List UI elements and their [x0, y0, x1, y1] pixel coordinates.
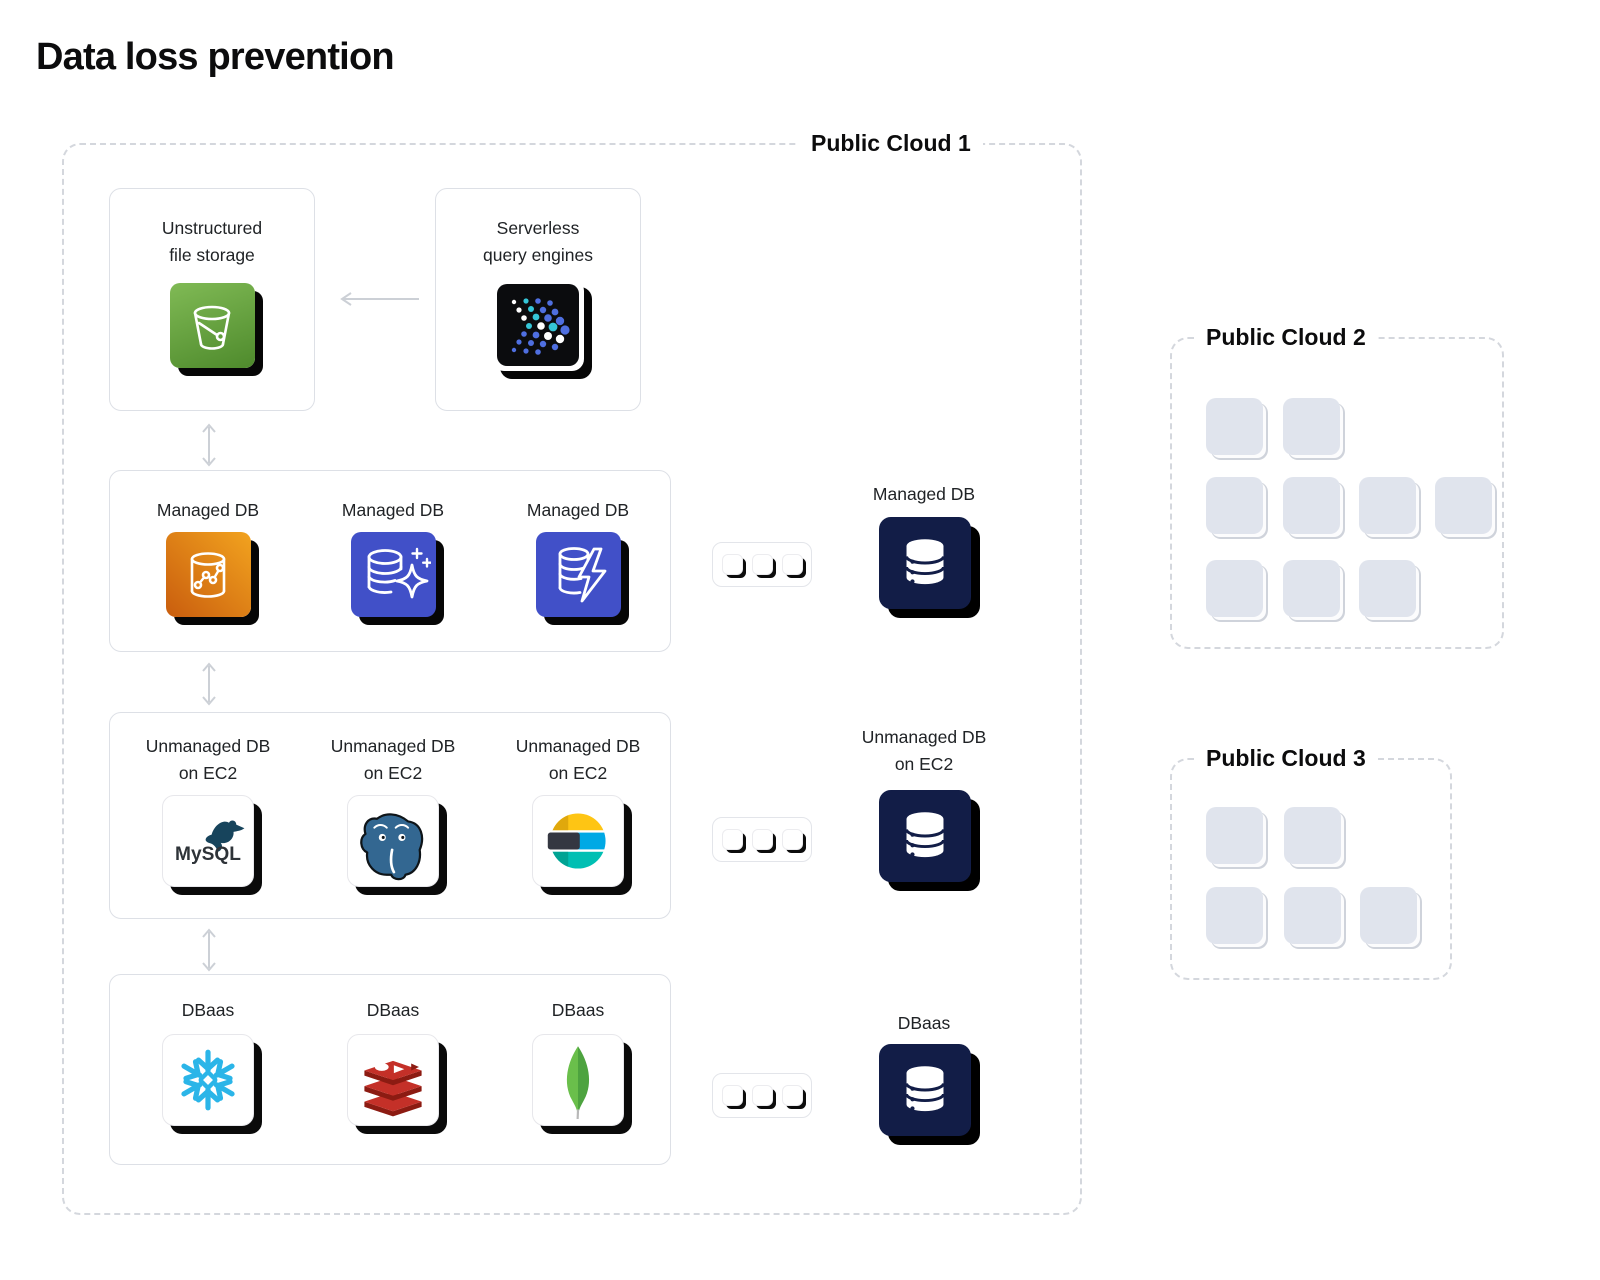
- public-cloud-3-boundary: Public Cloud 3: [1170, 740, 1452, 980]
- cloud-resource-square: [1359, 560, 1416, 617]
- cloud-resource-square: [1206, 477, 1263, 534]
- cloud-resource-square: [1284, 887, 1341, 944]
- managed-db-item: Managed DB: [115, 497, 301, 617]
- managed-db-item: Managed DB: [485, 497, 671, 617]
- page-title: Data loss prevention: [36, 36, 395, 78]
- db-lightning-icon: [535, 532, 621, 617]
- public-cloud-2-boundary: Public Cloud 2: [1170, 319, 1504, 649]
- dbaas-item: DBaas: [485, 997, 671, 1126]
- unmanaged-db-item: Unmanaged DB on EC2 MySQL: [115, 733, 301, 887]
- cloud-resource-square: [1360, 887, 1417, 944]
- elasticsearch-icon: [532, 795, 624, 887]
- svg-text:MySQL: MySQL: [175, 844, 241, 865]
- mysql-icon: MySQL: [162, 795, 254, 887]
- database-stack-icon: [879, 1044, 971, 1136]
- public-cloud-1-boundary: Public Cloud 1 Unstructured file storage…: [62, 125, 1082, 1215]
- serverless-query-engines-box: Serverless query engines: [435, 188, 641, 411]
- summary-unmanaged-db-label: Unmanaged DB on EC2: [861, 727, 987, 774]
- cloud-resource-square: [1206, 807, 1263, 864]
- double-arrow-vertical-icon: [202, 662, 216, 706]
- summary-managed-db-label: Managed DB: [872, 484, 976, 504]
- double-arrow-vertical-icon: [202, 423, 216, 467]
- public-cloud-1-label: Public Cloud 1: [799, 125, 983, 161]
- unmanaged-db-label: Unmanaged DB on EC2: [330, 736, 456, 783]
- ellipsis-squares-icon: [712, 542, 812, 587]
- arrow-left-icon: [340, 292, 419, 306]
- unmanaged-db-item: Unmanaged DB on EC2: [485, 733, 671, 887]
- managed-db-item: Managed DB: [300, 497, 486, 617]
- summary-dbaas-label: DBaas: [897, 1013, 951, 1033]
- s3-bucket-icon: [169, 283, 255, 368]
- managed-db-label: Managed DB: [341, 500, 445, 520]
- cloud-resource-square: [1283, 398, 1340, 455]
- managed-db-group-box: Managed DB Managed DB: [109, 470, 671, 652]
- dbaas-item: DBaas: [300, 997, 486, 1126]
- dbaas-label: DBaas: [366, 1000, 420, 1020]
- query-engine-dots-icon: [492, 279, 584, 371]
- db-sparkle-icon: [350, 532, 436, 617]
- cloud-resource-square: [1359, 477, 1416, 534]
- unmanaged-db-group-box: Unmanaged DB on EC2 MySQL Unmanaged DB o…: [109, 712, 671, 919]
- unmanaged-db-label: Unmanaged DB on EC2: [145, 736, 271, 783]
- unmanaged-db-label: Unmanaged DB on EC2: [515, 736, 641, 783]
- managed-db-label: Managed DB: [156, 500, 260, 520]
- managed-db-label: Managed DB: [526, 500, 630, 520]
- ellipsis-squares-icon: [712, 1073, 812, 1118]
- unstructured-file-storage-box: Unstructured file storage: [109, 188, 315, 411]
- timeseries-db-icon: [165, 532, 251, 617]
- cloud-resource-square: [1206, 560, 1263, 617]
- mongodb-icon: [532, 1034, 624, 1126]
- cloud-resource-square: [1435, 477, 1492, 534]
- public-cloud-2-label: Public Cloud 2: [1194, 319, 1378, 355]
- dbaas-label: DBaas: [551, 1000, 605, 1020]
- cloud-resource-square: [1206, 398, 1263, 455]
- cloud-resource-square: [1283, 477, 1340, 534]
- postgresql-icon: [347, 795, 439, 887]
- dbaas-group-box: DBaas DBaas: [109, 974, 671, 1165]
- serverless-query-engines-label: Serverless query engines: [483, 218, 593, 265]
- unstructured-file-storage-label: Unstructured file storage: [161, 218, 263, 265]
- ellipsis-squares-icon: [712, 817, 812, 862]
- snowflake-icon: [162, 1034, 254, 1126]
- cloud-resource-square: [1284, 807, 1341, 864]
- redis-icon: [347, 1034, 439, 1126]
- unmanaged-db-item: Unmanaged DB on EC2: [300, 733, 486, 887]
- public-cloud-3-label: Public Cloud 3: [1194, 740, 1378, 776]
- dbaas-label: DBaas: [181, 1000, 235, 1020]
- database-stack-icon: [879, 517, 971, 609]
- double-arrow-vertical-icon: [202, 928, 216, 972]
- cloud-resource-square: [1283, 560, 1340, 617]
- cloud-resource-square: [1206, 887, 1263, 944]
- dbaas-item: DBaas: [115, 997, 301, 1126]
- database-stack-icon: [879, 790, 971, 882]
